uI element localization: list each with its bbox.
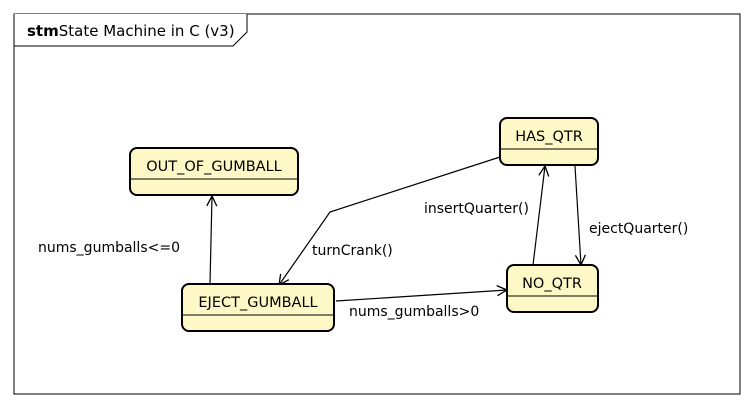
frame-name: State Machine in C (v3) <box>59 22 235 40</box>
transition-label-nums-gumballs-le-0: nums_gumballs<=0 <box>38 240 180 256</box>
transition-has-qtr-to-eject <box>279 156 501 285</box>
transition-eject-to-out <box>210 196 212 285</box>
transition-eject-to-no-qtr <box>335 290 507 302</box>
state-out-of-gumball: OUT_OF_GUMBALL <box>129 147 299 196</box>
frame-title: stmState Machine in C (v3) <box>27 22 235 40</box>
state-eject-gumball: EJECT_GUMBALL <box>181 283 335 332</box>
transition-label-eject-quarter: ejectQuarter() <box>589 221 688 237</box>
frame-title-tab <box>13 14 248 47</box>
state-label: HAS_QTR <box>515 129 583 145</box>
diagram-frame <box>13 13 741 395</box>
state-label: EJECT_GUMBALL <box>198 295 317 311</box>
state-label: NO_QTR <box>522 276 582 292</box>
state-no-qtr: NO_QTR <box>506 264 599 313</box>
transition-label-insert-quarter: insertQuarter() <box>424 201 529 217</box>
state-label: OUT_OF_GUMBALL <box>146 159 282 175</box>
state-has-qtr: HAS_QTR <box>499 117 599 166</box>
transition-no-qtr-to-has-qtr <box>532 166 545 266</box>
transition-label-turn-crank: turnCrank() <box>312 243 393 259</box>
transition-has-qtr-to-no-qtr <box>574 165 581 265</box>
transition-label-nums-gumballs-gt-0: nums_gumballs>0 <box>349 304 479 320</box>
frame-keyword: stm <box>27 22 59 40</box>
